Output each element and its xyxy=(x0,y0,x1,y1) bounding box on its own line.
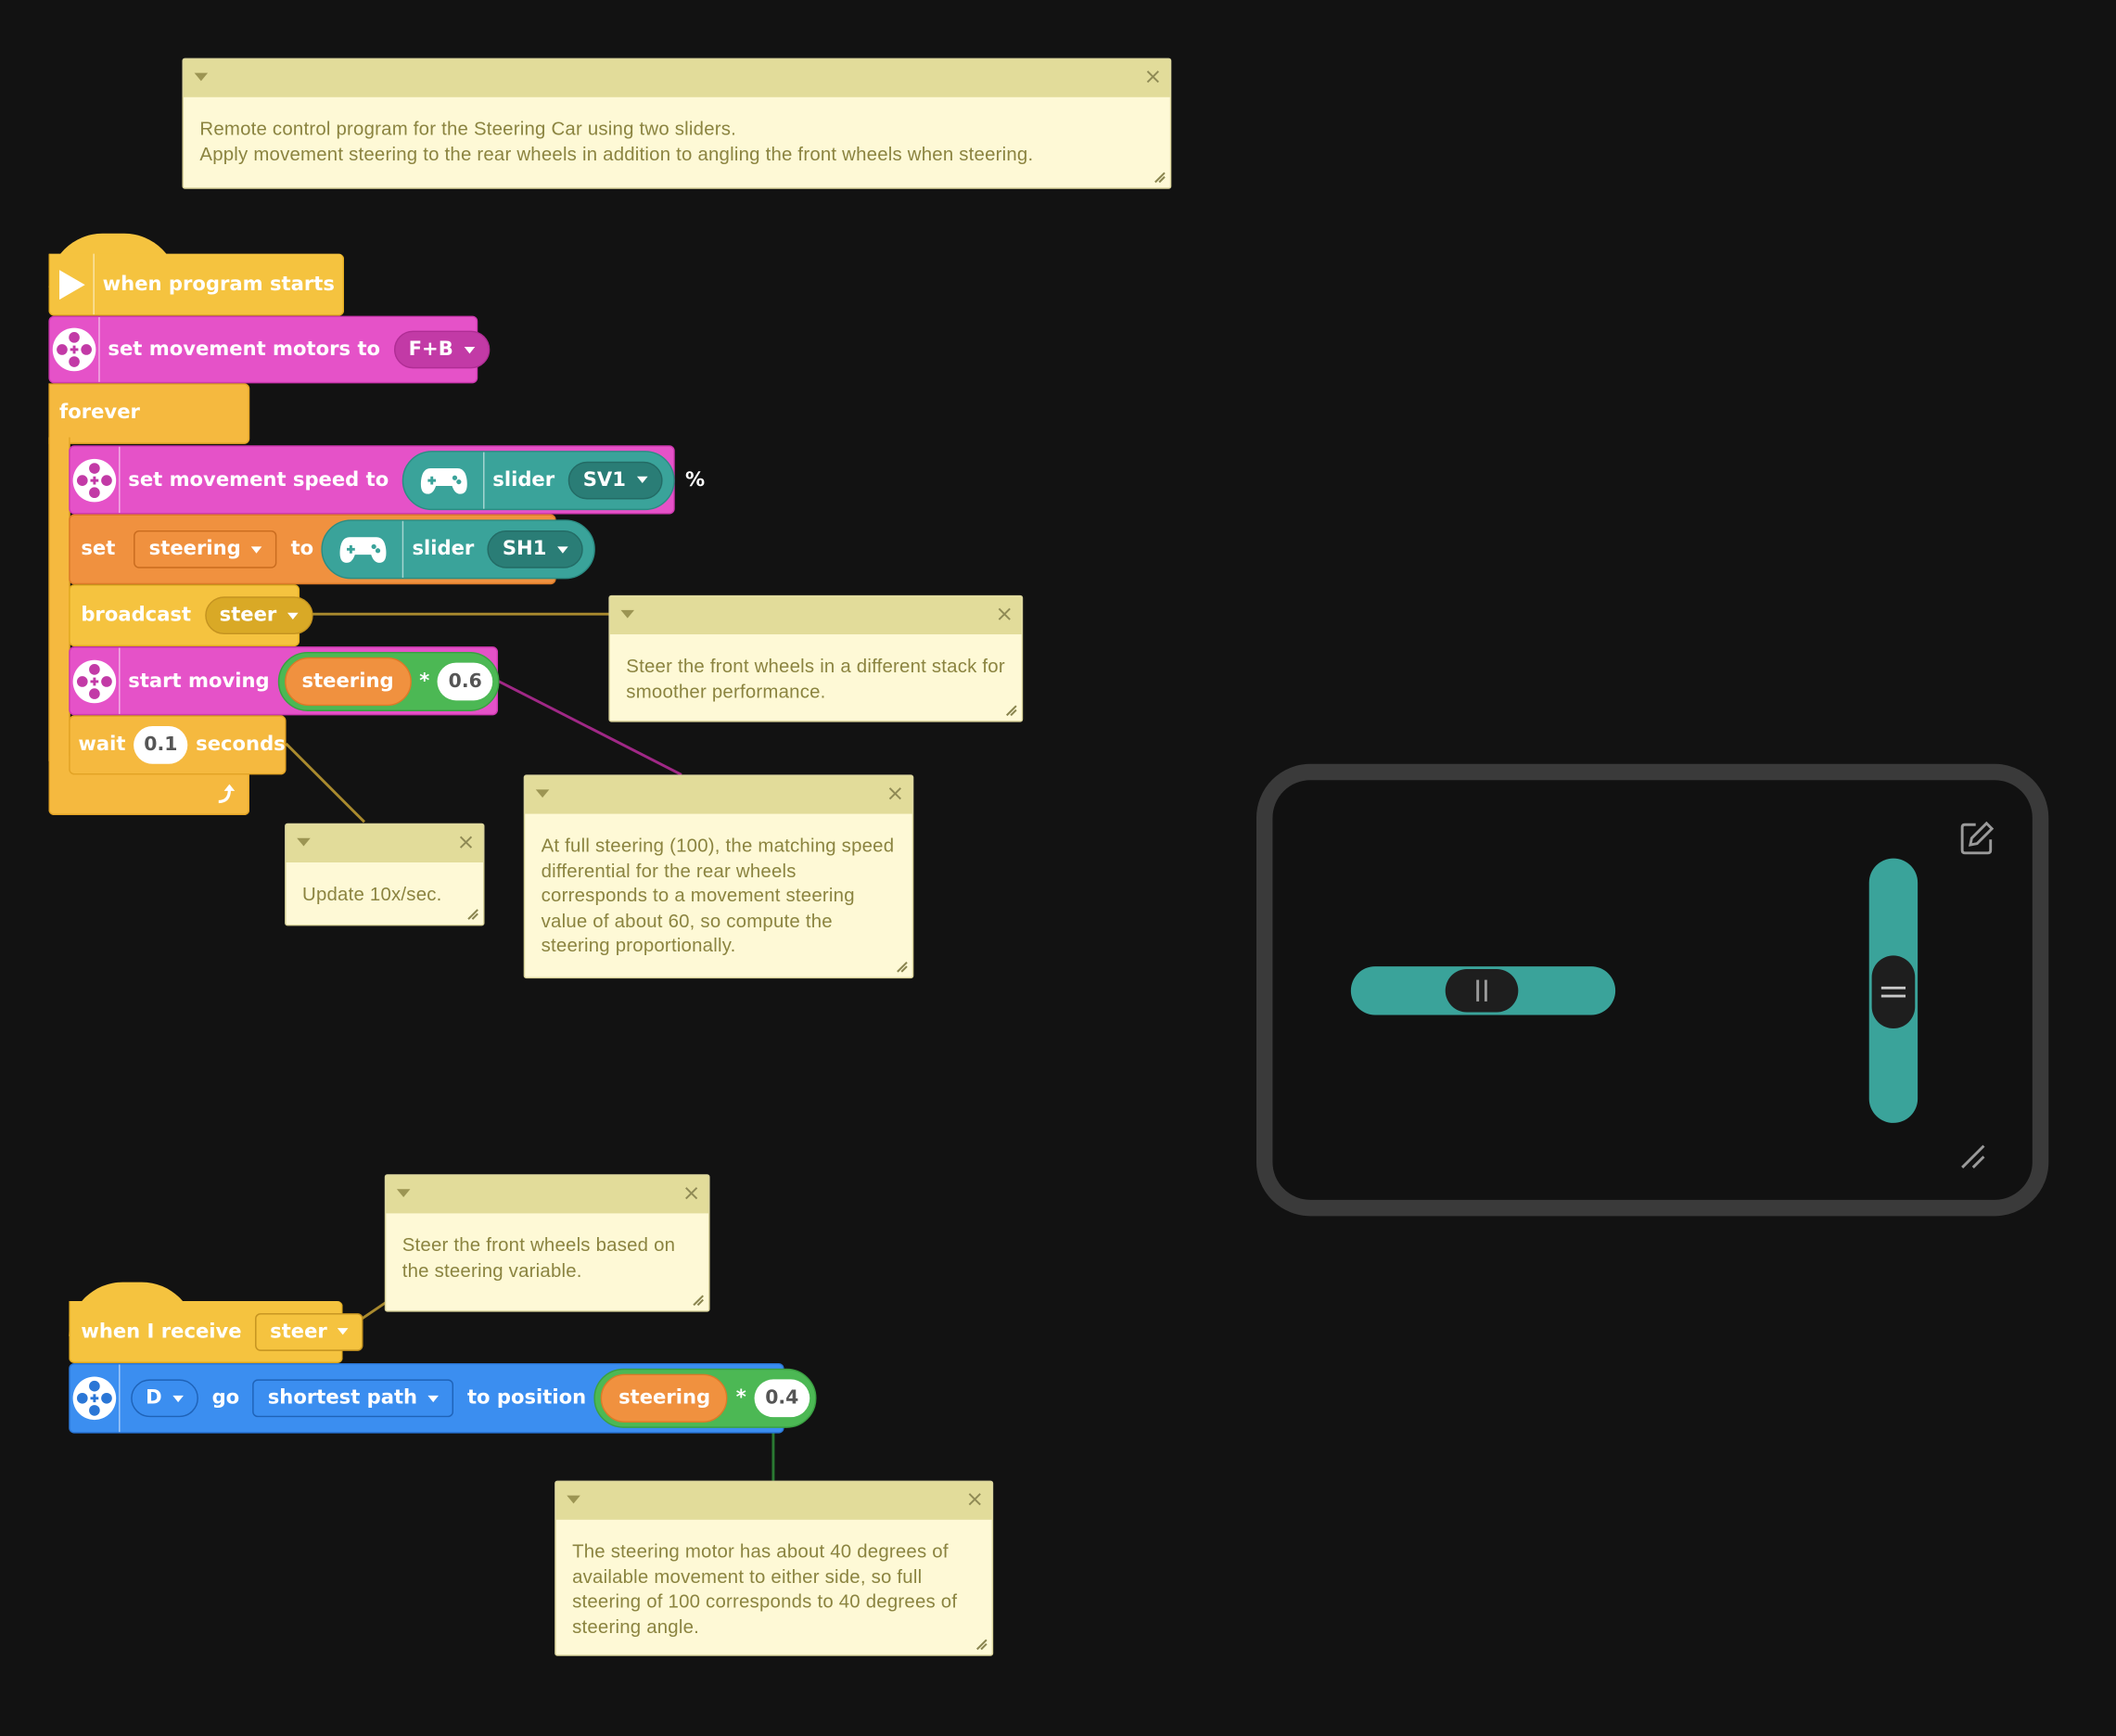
loop-arrow-icon xyxy=(218,784,236,804)
play-icon xyxy=(50,253,95,315)
resize-icon[interactable] xyxy=(691,1293,705,1307)
slider-dropdown[interactable]: SV1 xyxy=(567,461,663,499)
factor-input[interactable]: 0.4 xyxy=(754,1379,809,1418)
resize-icon[interactable] xyxy=(1153,170,1166,184)
block-label: start moving xyxy=(128,670,270,692)
comment-text[interactable]: Remote control program for the Steering … xyxy=(199,117,1034,164)
when-program-starts-block[interactable]: when program starts xyxy=(48,253,345,316)
comment-front-wheels[interactable]: × Steer the front wheels based on the st… xyxy=(384,1174,710,1312)
close-icon[interactable]: × xyxy=(965,1486,984,1513)
comment-header[interactable]: × xyxy=(609,596,1022,635)
comment-text[interactable]: Steer the front wheels in a different st… xyxy=(626,654,1005,702)
variable-dropdown[interactable]: steering xyxy=(134,530,278,568)
chevron-down-icon xyxy=(338,1328,350,1335)
block-label: set xyxy=(81,538,116,560)
block-label: set movement speed to xyxy=(128,468,389,491)
gamepad-icon xyxy=(323,520,404,578)
message-dropdown[interactable]: steer xyxy=(204,596,313,635)
chevron-down-icon xyxy=(251,545,263,553)
chevron-down-icon xyxy=(557,545,568,553)
grip-vertical-icon xyxy=(1476,979,1487,1002)
broadcast-block[interactable]: broadcast steer xyxy=(69,584,313,647)
comment-header[interactable]: × xyxy=(286,824,484,863)
comment-update-rate[interactable]: × Update 10x/sec. xyxy=(285,823,485,926)
remote-control-panel[interactable] xyxy=(1256,763,2049,1217)
comment-header[interactable]: × xyxy=(183,59,1170,97)
set-movement-motors-block[interactable]: set movement motors to F+B xyxy=(48,315,491,384)
movement-icon xyxy=(50,317,100,382)
slider-thumb[interactable] xyxy=(1871,955,1916,1029)
port-dropdown[interactable]: D xyxy=(131,1379,199,1418)
close-icon[interactable]: × xyxy=(682,1180,701,1206)
block-label: set movement motors to xyxy=(108,338,381,361)
forever-top[interactable] xyxy=(48,383,250,444)
unit-label: % xyxy=(684,468,706,491)
slider-dropdown[interactable]: SH1 xyxy=(487,530,583,568)
collapse-icon[interactable] xyxy=(620,609,635,619)
comment-text[interactable]: Update 10x/sec. xyxy=(302,882,442,905)
grip-horizontal-icon xyxy=(1880,986,1906,998)
comment-header[interactable]: × xyxy=(525,775,912,814)
chevron-down-icon xyxy=(287,612,299,619)
block-label: when I receive xyxy=(81,1321,242,1343)
set-variable-block[interactable]: set steering to slider SH1 xyxy=(69,514,595,585)
wait-input[interactable]: 0.1 xyxy=(134,726,188,764)
resize-icon[interactable] xyxy=(465,907,479,921)
block-label: when program starts xyxy=(102,273,335,296)
start-moving-block[interactable]: start moving steering * 0.6 xyxy=(69,646,500,716)
multiply-operator[interactable]: steering * 0.4 xyxy=(593,1368,817,1428)
motor-pair-dropdown[interactable]: F+B xyxy=(393,330,491,369)
direction-dropdown[interactable]: shortest path xyxy=(252,1379,454,1418)
motor-icon xyxy=(70,1364,121,1433)
resize-icon[interactable] xyxy=(1959,1143,1986,1170)
slider-thumb[interactable] xyxy=(1445,968,1519,1013)
comment-text[interactable]: Steer the front wheels based on the stee… xyxy=(402,1233,676,1281)
close-icon[interactable]: × xyxy=(456,828,476,855)
vertical-slider-sv1[interactable] xyxy=(1868,858,1918,1123)
comment-header[interactable]: × xyxy=(555,1482,992,1520)
forever-arm xyxy=(48,437,70,761)
movement-icon xyxy=(70,446,121,514)
resize-icon[interactable] xyxy=(895,960,909,974)
edit-icon[interactable] xyxy=(1959,821,1995,856)
chevron-down-icon xyxy=(636,476,648,484)
collapse-icon[interactable] xyxy=(297,837,311,847)
block-label: wait xyxy=(78,734,126,757)
slider-reporter-sh1[interactable]: slider SH1 xyxy=(321,519,595,580)
comment-motor-degrees[interactable]: × The steering motor has about 40 degree… xyxy=(554,1480,994,1656)
close-icon[interactable]: × xyxy=(1143,63,1163,90)
when-i-receive-block[interactable]: when I receive steer xyxy=(69,1301,364,1363)
chevron-down-icon xyxy=(464,346,476,353)
steering-variable[interactable]: steering xyxy=(601,1373,729,1423)
collapse-icon[interactable] xyxy=(535,789,550,798)
motor-go-to-position-block[interactable]: D go shortest path to position steering … xyxy=(69,1362,817,1434)
close-icon[interactable]: × xyxy=(995,600,1014,627)
collapse-icon[interactable] xyxy=(396,1189,411,1197)
comment-steer-stack[interactable]: × Steer the front wheels in a different … xyxy=(608,594,1024,722)
block-label: broadcast xyxy=(81,605,192,627)
resize-icon[interactable] xyxy=(975,1637,988,1651)
chevron-down-icon xyxy=(172,1395,185,1402)
message-dropdown[interactable]: steer xyxy=(255,1312,364,1351)
set-movement-speed-block[interactable]: set movement speed to slider SV1 % xyxy=(69,445,705,515)
resize-icon[interactable] xyxy=(1004,703,1018,717)
movement-icon xyxy=(70,647,121,714)
comment-program-description[interactable]: × Remote control program for the Steerin… xyxy=(182,57,1172,189)
gamepad-icon xyxy=(403,451,485,508)
comment-header[interactable]: × xyxy=(386,1175,709,1214)
multiply-operator[interactable]: steering * 0.6 xyxy=(277,651,500,711)
factor-input[interactable]: 0.6 xyxy=(438,661,493,700)
comment-text[interactable]: The steering motor has about 40 degrees … xyxy=(572,1539,958,1637)
forever-label: forever xyxy=(59,402,140,424)
wait-block[interactable]: wait 0.1 seconds xyxy=(69,715,287,775)
collapse-icon[interactable] xyxy=(567,1495,580,1504)
steering-variable[interactable]: steering xyxy=(284,657,412,706)
horizontal-slider-sh1[interactable] xyxy=(1350,966,1616,1015)
close-icon[interactable]: × xyxy=(886,780,905,806)
collapse-icon[interactable] xyxy=(194,72,209,82)
chevron-down-icon xyxy=(427,1395,440,1402)
comment-full-steering[interactable]: × At full steering (100), the matching s… xyxy=(523,774,914,979)
slider-reporter-sv1[interactable]: slider SV1 xyxy=(402,450,675,510)
comment-text[interactable]: At full steering (100), the matching spe… xyxy=(541,834,895,956)
